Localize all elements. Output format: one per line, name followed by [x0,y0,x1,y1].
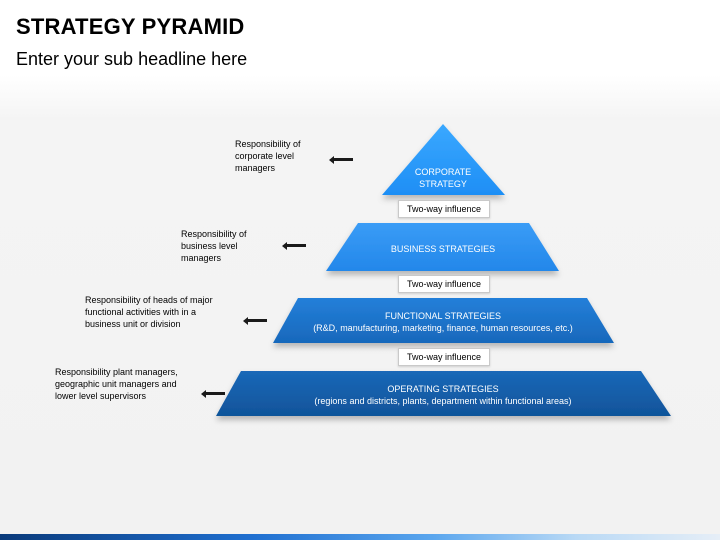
influence-box-1: Two-way influence [398,200,490,218]
level-name-corporate-line2: STRATEGY [419,179,467,189]
responsibility-operating: Responsibility plant managers, geographi… [55,367,178,401]
level-name-operating: OPERATING STRATEGIES [387,384,499,394]
arrow-left-icon [243,316,267,325]
pyramid-level-corporate [382,124,505,195]
page-title: STRATEGY PYRAMID [16,14,245,39]
level-detail-functional: (R&D, manufacturing, marketing, finance,… [313,323,573,333]
influence-box-2: Two-way influence [398,275,490,293]
responsibility-business: Responsibility of business level manager… [181,229,247,263]
level-name-functional: FUNCTIONAL STRATEGIES [384,311,501,321]
level-label-functional: FUNCTIONAL STRATEGIES (R&D, manufacturin… [283,310,603,334]
responsibility-corporate: Responsibility of corporate level manage… [235,139,301,173]
arrow-left-icon [201,389,225,398]
responsibility-functional: Responsibility of heads of major functio… [85,295,213,329]
bottom-accent-bar [0,534,720,540]
level-label-operating: OPERATING STRATEGIES (regions and distri… [243,383,643,407]
pyramid-level-business [326,223,559,271]
influence-box-3: Two-way influence [398,348,490,366]
level-label-corporate: CORPORATE STRATEGY [393,166,493,190]
page-subtitle: Enter your sub headline here [16,49,248,69]
level-detail-operating: (regions and districts, plants, departme… [314,396,572,406]
arrow-left-icon [329,155,353,164]
level-name-business: BUSINESS STRATEGIES [390,244,496,254]
level-label-business: BUSINESS STRATEGIES [343,243,543,255]
arrow-left-icon [282,241,306,250]
level-name-corporate: CORPORATE [414,167,472,177]
pyramid-level-functional [273,298,614,343]
pyramid-level-operating [216,371,671,416]
